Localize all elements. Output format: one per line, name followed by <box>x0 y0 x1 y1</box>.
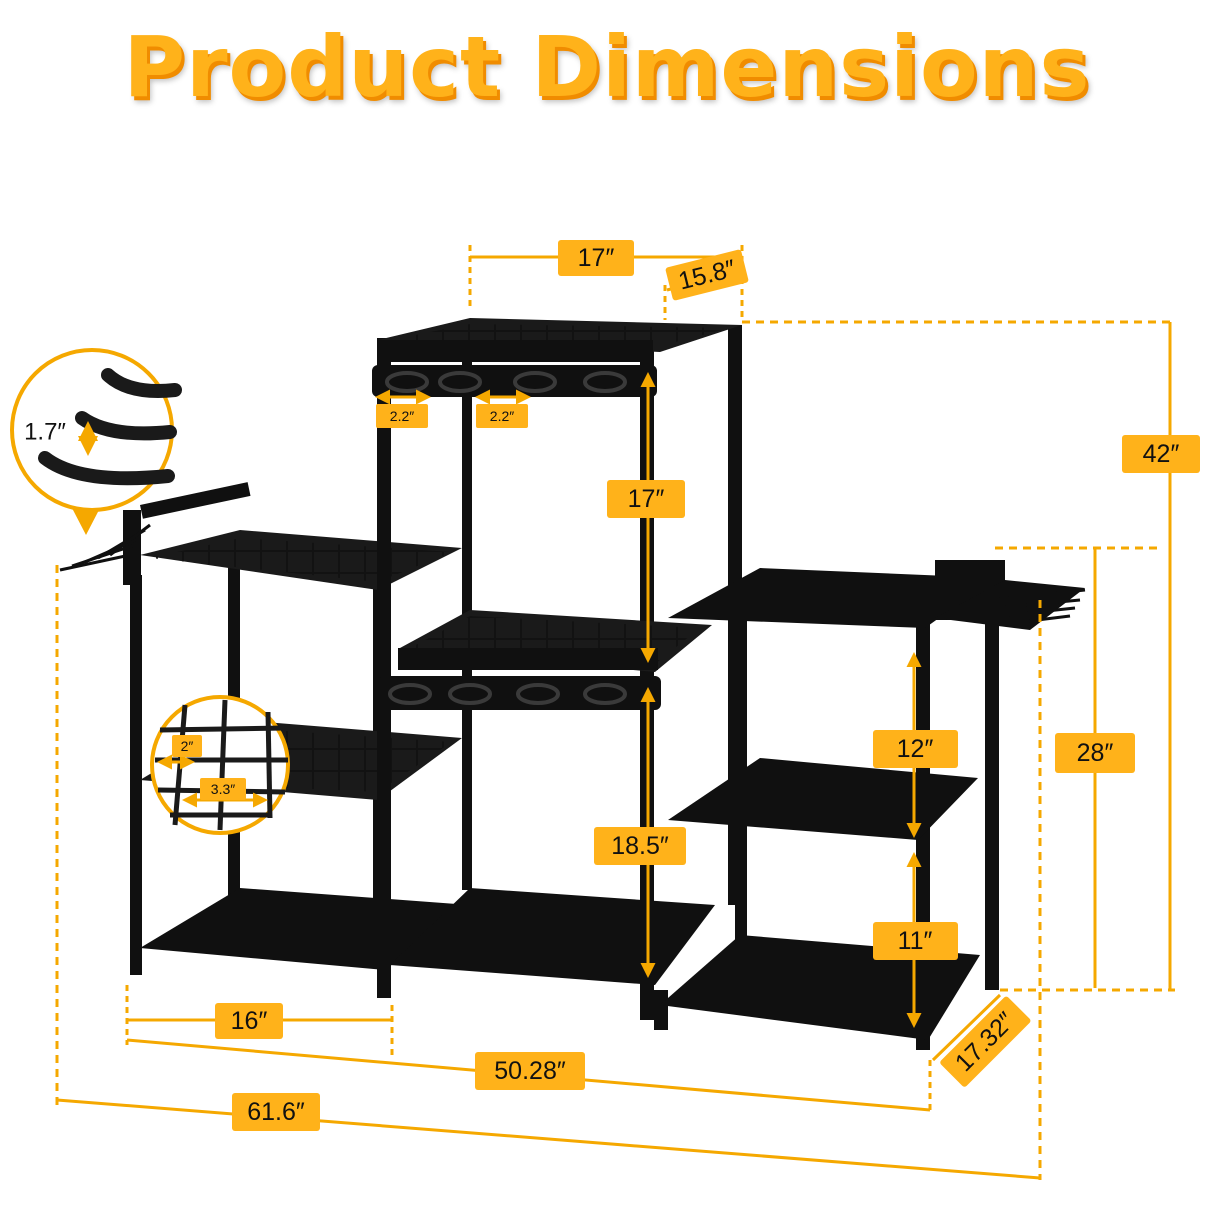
inner-width-label: 50.28″ <box>494 1057 566 1085</box>
ring-gap-left-label: 2.2″ <box>390 408 414 424</box>
label-box <box>475 1052 585 1090</box>
label-box <box>172 735 202 757</box>
right-post <box>985 570 999 990</box>
hook-detail-icon <box>10 348 182 535</box>
right-section <box>654 560 1086 1050</box>
label-box <box>232 1093 320 1131</box>
right-top-shelf <box>668 568 995 628</box>
label-box <box>558 240 634 276</box>
label-box <box>607 480 685 518</box>
label-box <box>376 404 428 428</box>
top-depth-label: 15.8″ <box>676 254 739 295</box>
page-title: Product Dimensions <box>123 18 1091 116</box>
label-box <box>1122 435 1200 473</box>
label-box <box>873 730 958 768</box>
grid-cell-large-label: 3.3″ <box>211 781 235 797</box>
label-box <box>665 249 749 301</box>
top-width-label: 17″ <box>578 244 615 272</box>
label-box <box>215 1003 283 1039</box>
tower-post <box>462 330 472 890</box>
grid-detail-icon <box>150 695 290 835</box>
tower-bottom-shelf <box>390 888 715 985</box>
ring-gap-right-label: 2.2″ <box>490 408 514 424</box>
label-box <box>1055 733 1135 773</box>
grid-cell-small-label: 2″ <box>181 738 194 754</box>
label-box <box>200 778 246 800</box>
total-width-label: 61.6″ <box>247 1098 305 1126</box>
right-mid-shelf <box>668 758 978 840</box>
tower-post <box>377 338 391 998</box>
side-height-label: 28″ <box>1077 739 1114 767</box>
left-width-label: 16″ <box>231 1007 268 1035</box>
right-upper-gap-label: 12″ <box>897 735 934 763</box>
label-box <box>873 922 958 960</box>
label-box <box>940 996 1031 1087</box>
pointer-arrow-icon <box>72 508 100 535</box>
left-post <box>130 575 142 975</box>
hook-spacing-label: 1.7″ <box>24 419 66 446</box>
right-lower-gap-label: 11″ <box>898 927 933 955</box>
tower-lower-height-label: 18.5″ <box>611 832 669 860</box>
right-bottom-shelf <box>660 935 980 1040</box>
label-box <box>594 827 686 865</box>
total-height-label: 42″ <box>1143 440 1180 468</box>
label-box <box>476 404 528 428</box>
tower-upper-height-label: 17″ <box>628 485 665 513</box>
